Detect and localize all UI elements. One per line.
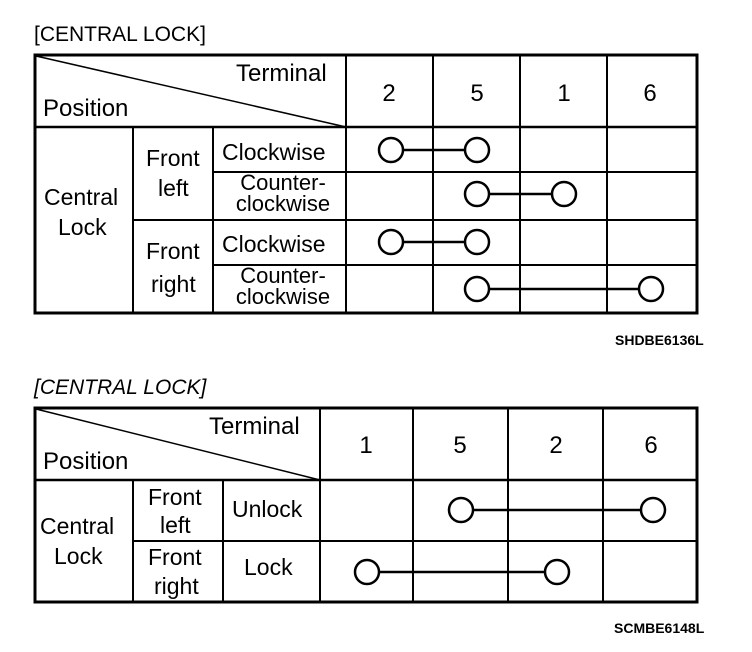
- diagram2-position-label: Position: [43, 448, 129, 475]
- diagram2-group-label: Lock: [54, 543, 103, 569]
- diagram2-group-label: Central: [40, 513, 115, 539]
- diagram2-side-label: Front: [148, 544, 202, 570]
- terminal-connection-dot: [550, 180, 578, 208]
- terminal-connection-dot: [377, 228, 405, 256]
- terminal-connection-dot: [463, 275, 491, 303]
- diagram1-mode-label: Counter-clockwise: [235, 170, 331, 216]
- terminal-connection-dot: [463, 136, 491, 164]
- diagram2-side-label: Front: [148, 484, 202, 510]
- terminal-connection-dot: [447, 496, 475, 524]
- diagram1-position-label: Position: [43, 95, 129, 122]
- diagram1-terminal-header: 1: [557, 80, 571, 107]
- diagram2-side-label: left: [160, 512, 191, 538]
- diagram2-terminal-header: 1: [359, 432, 373, 459]
- diagram1-figure-code: SHDBE6136L: [615, 332, 704, 348]
- terminal-connection-dot: [353, 558, 381, 586]
- diagram1-group-label: Central: [44, 184, 119, 210]
- diagram2-title: [CENTRAL LOCK]: [34, 376, 207, 399]
- diagram2-side-label: right: [154, 573, 199, 599]
- diagram1-side-label: left: [158, 175, 189, 201]
- diagram1-mode-label: Clockwise: [222, 231, 326, 257]
- diagram1-terminal-header: 5: [470, 80, 484, 107]
- diagram1-side-label: right: [151, 271, 196, 297]
- terminal-connection-dot: [637, 275, 665, 303]
- terminal-connection-dot: [463, 228, 491, 256]
- terminal-connection-dot: [377, 136, 405, 164]
- diagram2-terminal-label: Terminal: [209, 413, 300, 440]
- diagram2-terminal-header: 2: [549, 432, 563, 459]
- diagram1-terminal-header: 6: [643, 80, 657, 107]
- diagram1-side-label: Front: [146, 145, 200, 171]
- diagram2-terminal-header: 6: [644, 432, 658, 459]
- diagram1-group-label: Lock: [58, 214, 107, 240]
- diagram2-mode-label: Lock: [244, 554, 293, 580]
- diagram2-mode-label: Unlock: [232, 496, 303, 522]
- diagram1-mode-label: Clockwise: [222, 139, 326, 165]
- diagram1-side-label: Front: [146, 238, 200, 264]
- terminal-connection-dot: [463, 180, 491, 208]
- diagram1-terminal-label: Terminal: [236, 60, 327, 87]
- terminal-connection-dot: [639, 496, 667, 524]
- diagram1-mode-label: Counter-clockwise: [235, 263, 331, 309]
- diagram1-terminal-header: 2: [382, 80, 396, 107]
- diagram2-figure-code: SCMBE6148L: [614, 620, 705, 636]
- diagram1-title: [CENTRAL LOCK]: [34, 23, 206, 46]
- terminal-connection-dot: [543, 558, 571, 586]
- diagram2-terminal-header: 5: [453, 432, 467, 459]
